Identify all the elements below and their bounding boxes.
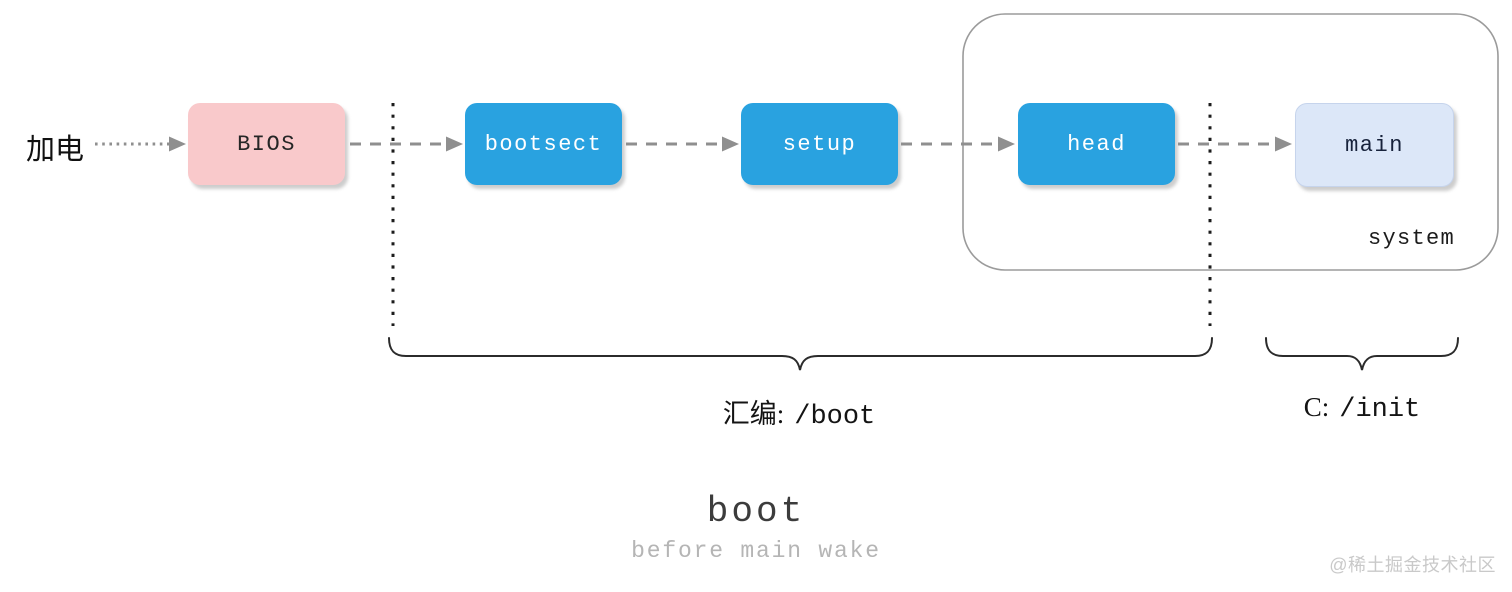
system-group-outline [962,13,1499,271]
c-annotation: C: /init [1304,392,1421,425]
diagram-title: boot [706,491,806,532]
assembly-span-brace [388,337,1213,371]
head-to-main-arrowhead [1275,136,1292,152]
node-setup: setup [741,103,898,185]
assembly-annotation-prefix: 汇编: [722,399,785,429]
c-annotation-path: /init [1339,395,1421,425]
c-span-brace [1265,337,1459,371]
system-group-label: system [1368,226,1456,251]
watermark: @稀土掘金技术社区 [1329,555,1496,575]
node-setup-label: setup [782,131,857,157]
assembly-annotation-path: /boot [794,402,876,432]
power-to-bios-arrowhead [169,136,186,152]
node-bootsect: bootsect [465,103,622,185]
node-bios: BIOS [188,103,345,185]
node-bios-label: BIOS [237,131,296,157]
node-main-label: main [1345,132,1404,158]
node-main: main [1295,103,1454,187]
node-bootsect-label: bootsect [484,131,603,157]
setup-to-head-arrowhead [998,136,1015,152]
diagram-subtitle: before main wake [631,538,881,564]
c-annotation-prefix: C: [1303,392,1330,422]
bios-to-bootsect-arrowhead [446,136,463,152]
node-head: head [1018,103,1175,185]
node-head-label: head [1067,131,1126,157]
assembly-annotation: 汇编: /boot [723,392,876,432]
power-on-label: 加电 [26,134,85,166]
bootsect-to-setup-arrowhead [722,136,739,152]
